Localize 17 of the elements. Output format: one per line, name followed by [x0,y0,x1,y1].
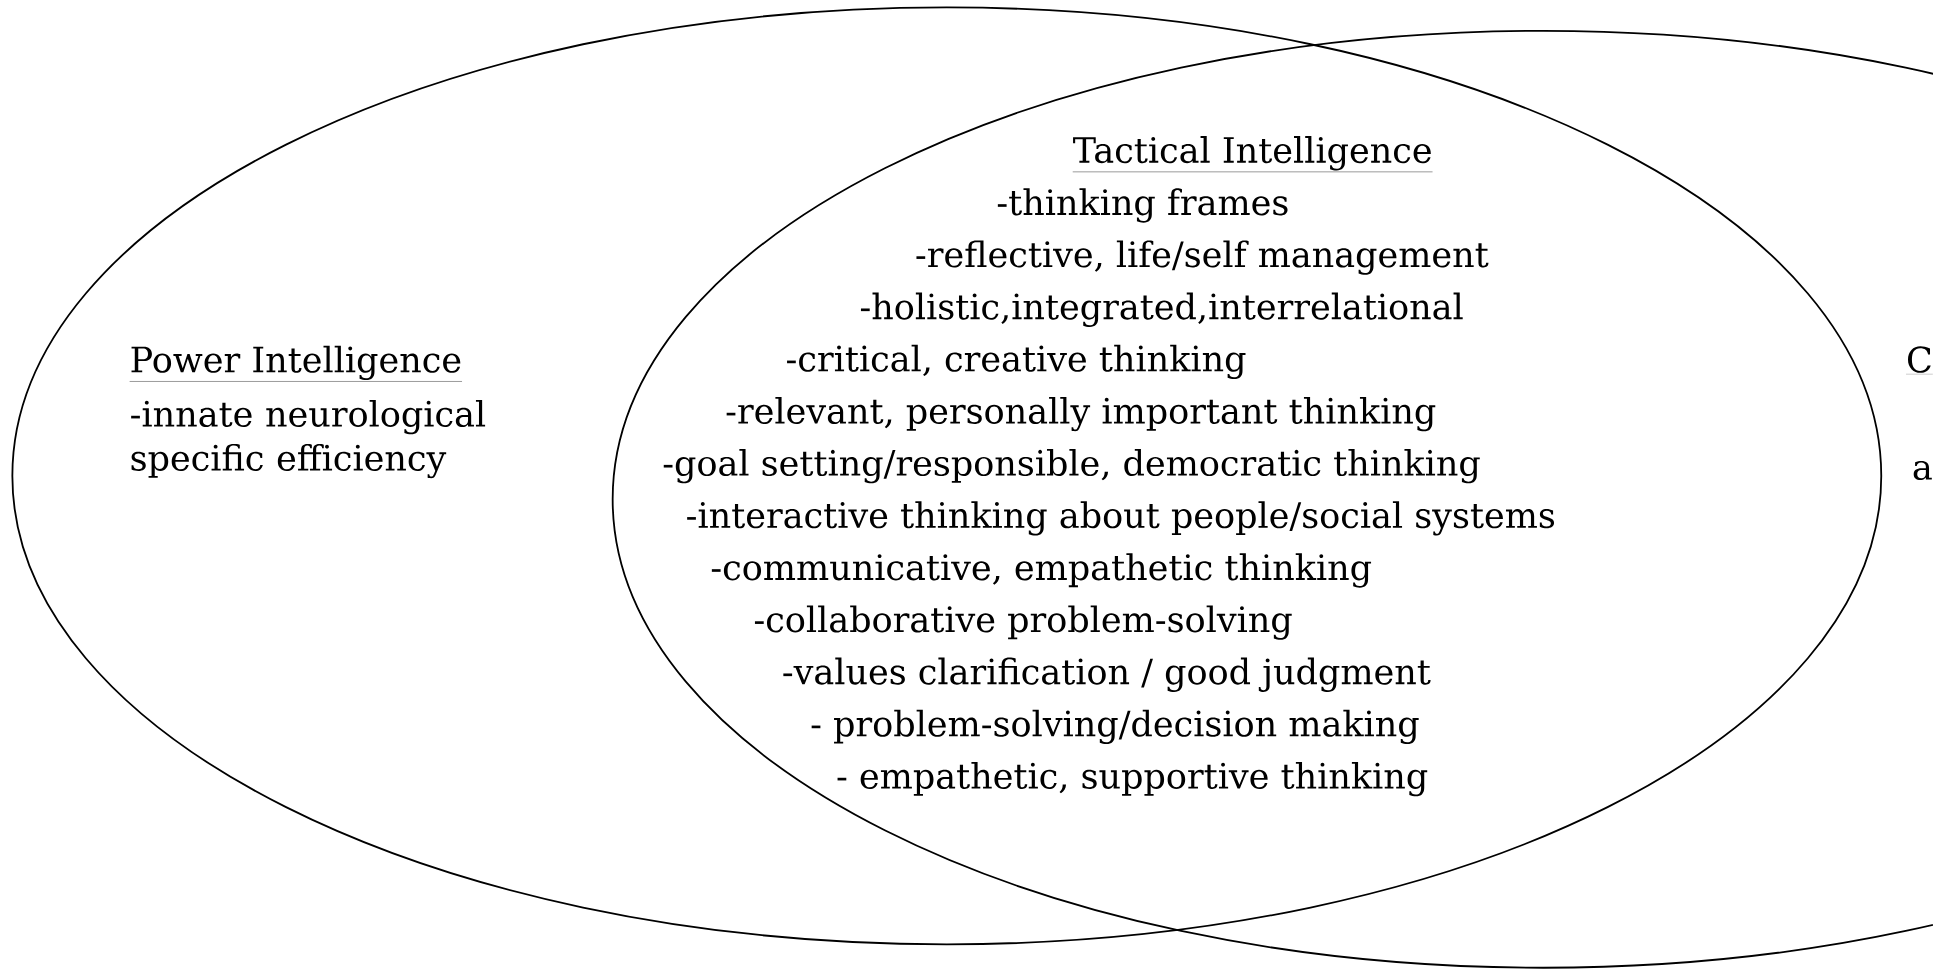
list-item: -holistic,integrated,interrelational [860,292,1463,327]
body-text: a [1913,460,1932,481]
list-item: -collaborative problem-solving [754,605,1292,640]
list-item: -interactive thinking about people/social systems [687,501,1555,536]
list-item: - empathetic, supportive thinking [837,761,1428,797]
list-item: -critical, creative thinking [787,344,1246,380]
heading: Tactical Intelligence [1072,136,1433,173]
list-item: -reflective, life/self management [916,240,1489,275]
heading: C [1905,346,1933,375]
list-item: -values clarification / good judgment [783,657,1431,692]
list-item: -communicative, empathetic thinking [711,553,1372,588]
list-item: - problem-solving/decision making [811,709,1419,745]
heading: Power Intelligence [129,345,463,382]
list-item: -goal setting/responsible, democratic thinking [663,449,1480,484]
body-text: -innate neurological specific efficiency [131,399,486,479]
list-item: -thinking frames [997,188,1288,223]
list-item: -relevant, personally important thinking [726,396,1436,432]
